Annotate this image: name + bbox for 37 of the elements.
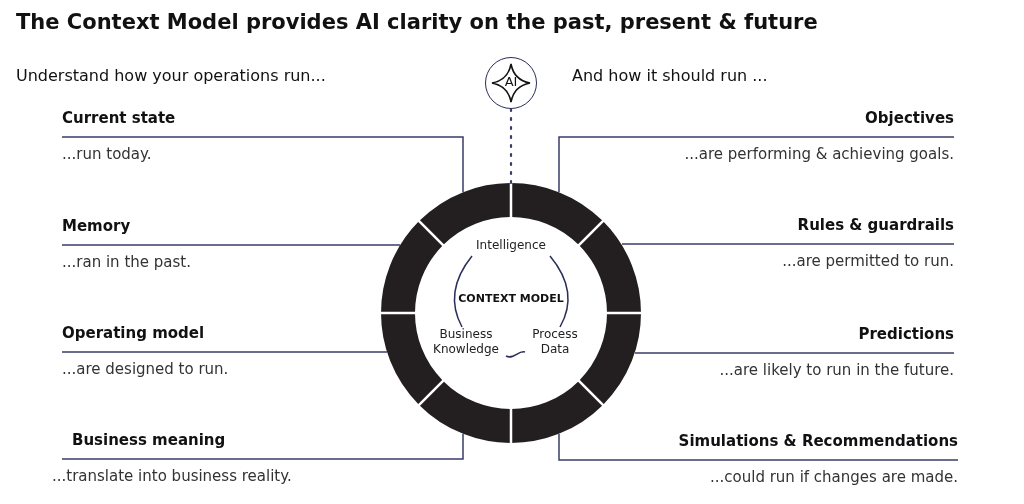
item-heading: Rules & guardrails [796,215,954,236]
badge-label: AI [503,74,519,90]
connector-line [61,244,401,246]
subheading: Understand how your operations run... [16,66,326,85]
item-heading: Objectives [864,108,954,129]
connector-line [61,433,464,460]
cycle-label: Intelligence [466,238,556,256]
subheading: And how it should run ... [572,66,768,85]
title: The Context Model provides AI clarity on the past, present & future [16,10,818,34]
cycle-arc [453,255,473,328]
dotted-line [509,107,513,185]
item-heading: Business meaning [71,430,227,451]
item-description: ...are designed to run. [62,360,230,378]
item-description: ...are performing & achieving goals. [683,145,954,163]
ai-badge [485,57,537,109]
item-description: ...could run if changes are made. [709,468,958,486]
connector-line [61,351,388,353]
item-description: ...are permitted to run. [781,252,954,270]
connector-line [558,136,955,193]
item-heading: Memory [62,216,132,237]
center-label: CONTEXT MODEL [457,292,565,306]
item-heading: Simulations & Recommendations [677,431,958,452]
item-heading: Current state [62,108,177,129]
cycle-label: Process Data [525,327,585,361]
connector-line [621,243,955,245]
cycle-arc [505,351,526,358]
item-heading: Predictions [857,324,954,345]
connector-line [634,352,955,354]
item-description: ...are likely to run in the future. [718,361,954,379]
item-heading: Operating model [62,323,206,344]
item-description: ...ran in the past. [62,253,192,271]
cycle-arc [549,255,569,328]
item-description: ...run today. [62,145,153,163]
connector-line [61,136,464,193]
item-description: ...translate into business reality. [52,467,293,485]
cycle-label: Business Knowledge [426,327,506,361]
connector-line [558,433,959,461]
